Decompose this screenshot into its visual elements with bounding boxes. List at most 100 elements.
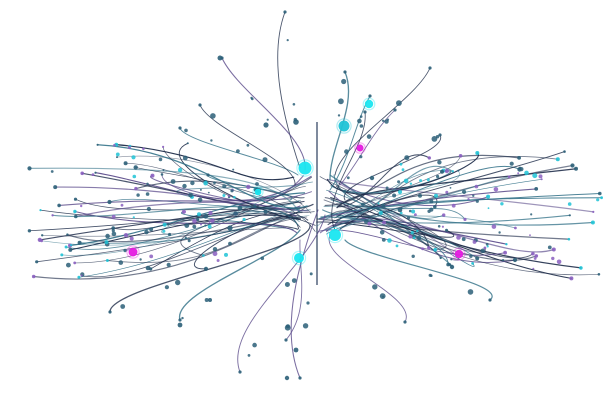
network-node xyxy=(150,173,155,178)
highlight-node xyxy=(254,188,262,196)
network-node xyxy=(230,189,234,193)
network-node xyxy=(568,214,571,217)
network-strand xyxy=(149,175,309,212)
network-node xyxy=(534,254,539,258)
network-node xyxy=(517,172,520,175)
network-node xyxy=(123,248,127,253)
highlight-node-group xyxy=(126,97,466,266)
network-node xyxy=(146,182,149,186)
network-node xyxy=(344,149,349,154)
network-strand xyxy=(330,199,466,220)
network-node xyxy=(27,166,32,171)
network-node xyxy=(149,254,154,259)
network-node xyxy=(146,206,151,212)
network-node xyxy=(266,118,269,121)
network-node xyxy=(413,236,416,239)
network-node xyxy=(207,191,210,194)
network-node xyxy=(178,126,182,130)
network-strand xyxy=(324,165,454,231)
network-node xyxy=(551,247,556,252)
network-strand xyxy=(116,155,312,214)
network-node xyxy=(228,241,232,246)
network-node xyxy=(359,124,364,128)
network-node xyxy=(440,169,444,174)
network-node xyxy=(212,251,218,257)
network-node xyxy=(91,173,95,177)
network-node xyxy=(204,298,209,302)
network-node xyxy=(133,165,138,170)
network-node xyxy=(190,180,195,186)
network-strand xyxy=(237,214,326,373)
network-node xyxy=(170,179,176,184)
network-node xyxy=(431,136,438,142)
network-strand xyxy=(324,154,520,207)
network-node xyxy=(475,199,479,203)
network-node xyxy=(260,256,265,261)
network-strand xyxy=(221,57,306,171)
network-node xyxy=(181,209,186,214)
network-node xyxy=(456,235,461,240)
network-node xyxy=(337,114,341,117)
network-node xyxy=(182,155,188,161)
network-node xyxy=(108,310,112,314)
network-strand xyxy=(207,174,293,201)
network-strand xyxy=(78,208,301,278)
network-node xyxy=(162,169,165,171)
network-node xyxy=(31,274,36,279)
network-node xyxy=(338,98,344,105)
network-node xyxy=(181,316,184,320)
highlight-node xyxy=(298,161,312,175)
network-node xyxy=(346,176,350,180)
network-node xyxy=(596,198,600,202)
network-node xyxy=(381,203,386,208)
network-node xyxy=(532,267,535,270)
network-node xyxy=(177,322,183,328)
network-node xyxy=(145,265,151,271)
network-node xyxy=(252,342,257,348)
network-node xyxy=(458,154,463,158)
network-node xyxy=(210,139,213,142)
network-node xyxy=(232,168,235,171)
network-node xyxy=(493,187,499,192)
network-node xyxy=(197,197,203,203)
network-node xyxy=(392,193,397,198)
network-node xyxy=(404,155,410,161)
network-node xyxy=(247,354,251,357)
network-node xyxy=(461,237,466,242)
network-node xyxy=(293,347,299,353)
network-strand xyxy=(75,201,297,218)
network-strand xyxy=(179,229,301,321)
network-strand xyxy=(316,221,455,238)
highlight-node-halo xyxy=(452,247,466,261)
network-node xyxy=(430,274,433,278)
strand-group xyxy=(28,11,603,379)
network-node xyxy=(35,260,39,264)
network-node xyxy=(188,192,194,198)
network-node xyxy=(399,162,403,166)
network-strand xyxy=(336,219,478,259)
highlight-node xyxy=(338,120,350,132)
network-node xyxy=(53,185,58,190)
network-strand xyxy=(326,152,479,195)
network-node xyxy=(441,225,444,228)
network-node xyxy=(397,189,403,195)
network-node xyxy=(210,218,215,223)
network-node xyxy=(204,224,207,227)
network-node xyxy=(123,233,129,238)
network-strand xyxy=(339,215,582,269)
network-node xyxy=(534,187,539,191)
network-node xyxy=(263,209,268,214)
highlight-node xyxy=(329,229,341,241)
network-node xyxy=(186,142,189,145)
network-node xyxy=(531,251,535,256)
network-node xyxy=(436,174,440,179)
network-node xyxy=(285,324,290,329)
network-node xyxy=(416,235,422,241)
network-node xyxy=(142,147,145,151)
network-node xyxy=(363,110,367,114)
highlight-node xyxy=(454,249,464,259)
network-node xyxy=(136,193,140,197)
network-strand xyxy=(179,127,299,176)
network-node xyxy=(397,180,401,184)
network-node xyxy=(488,298,492,302)
